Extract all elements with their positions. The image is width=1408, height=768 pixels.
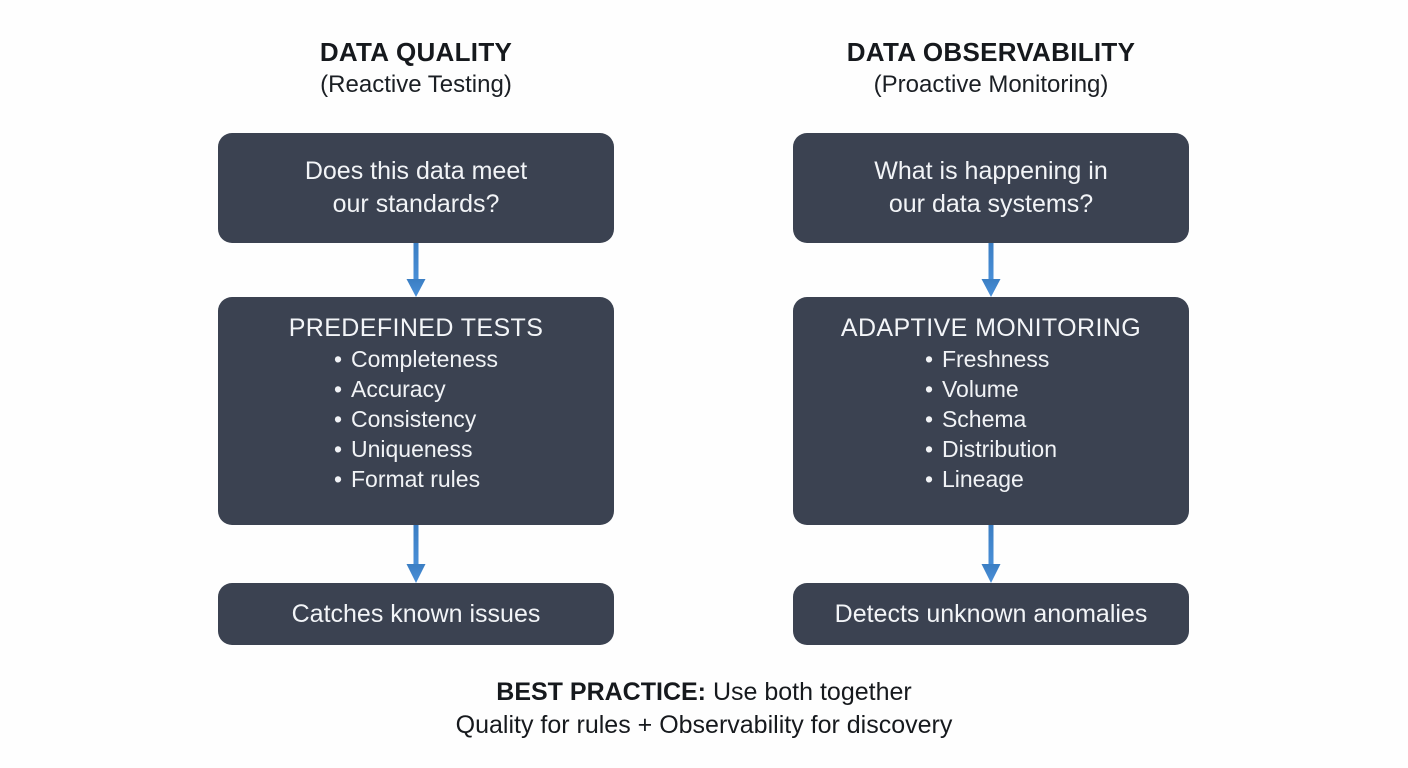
- list-item-label: Completeness: [350, 346, 499, 372]
- list-item-label: Freshness: [941, 346, 1050, 372]
- column-subtitle: (Proactive Monitoring): [873, 70, 1109, 98]
- list-item: • Completeness: [334, 345, 498, 375]
- footer-label-rest: Use both together: [706, 678, 912, 706]
- node-list-title: ADAPTIVE MONITORING: [840, 314, 1142, 342]
- node-question-text: What is happening in our data systems?: [856, 155, 1125, 221]
- column-title: DATA QUALITY: [319, 37, 513, 67]
- bullet-icon: •: [924, 346, 934, 372]
- down-arrow-icon: [979, 243, 1003, 297]
- list-item: • Format rules: [334, 465, 498, 495]
- list-item: • Consistency: [334, 405, 498, 435]
- node-question-line-1: Does this data meet: [304, 157, 528, 185]
- node-list: • Freshness • Volume • Schema • Distribution…: [925, 345, 1057, 494]
- list-item: • Distribution: [925, 435, 1057, 465]
- bullet-icon: •: [924, 435, 934, 462]
- down-arrow-icon: [404, 243, 428, 297]
- down-arrow-icon: [404, 525, 428, 583]
- footer-line-2: Quality for rules + Observability for di…: [455, 710, 953, 739]
- list-item: • Volume: [925, 375, 1057, 405]
- list-item: • Lineage: [925, 465, 1057, 495]
- bullet-icon: •: [924, 405, 934, 432]
- bullet-icon: •: [333, 346, 343, 372]
- column-header-data-observability: DATA OBSERVABILITY (Proactive Monitoring…: [781, 37, 1201, 98]
- list-item: • Schema: [925, 405, 1057, 435]
- column-subtitle: (Reactive Testing): [320, 70, 512, 98]
- bullet-icon: •: [333, 435, 343, 462]
- node-outcome-text: Detects unknown anomalies: [834, 599, 1148, 628]
- best-practice-footer: BEST PRACTICE: Use both together Quality…: [0, 676, 1408, 741]
- list-item-label: Lineage: [941, 465, 1024, 492]
- node-outcome-data-quality: Catches known issues: [218, 583, 614, 645]
- node-question-text: Does this data meet our standards?: [287, 155, 545, 221]
- list-item-label: Distribution: [941, 435, 1058, 462]
- node-outcome-data-observability: Detects unknown anomalies: [793, 583, 1189, 645]
- list-item-label: Volume: [941, 375, 1019, 402]
- node-question-line-2: our standards?: [332, 190, 500, 218]
- list-item-label: Accuracy: [350, 375, 446, 402]
- column-data-quality: DATA QUALITY (Reactive Testing) Does thi…: [206, 0, 626, 768]
- node-question-line-2: our data systems?: [888, 190, 1094, 218]
- node-question-data-observability: What is happening in our data systems?: [793, 133, 1189, 243]
- bullet-icon: •: [333, 405, 343, 432]
- node-list: • Completeness • Accuracy • Consistency • Un…: [334, 345, 498, 494]
- column-header-data-quality: DATA QUALITY (Reactive Testing): [206, 37, 626, 98]
- column-data-observability: DATA OBSERVABILITY (Proactive Monitoring…: [781, 0, 1201, 768]
- list-item-label: Schema: [941, 405, 1027, 432]
- list-item-label: Consistency: [350, 405, 477, 432]
- list-item: • Uniqueness: [334, 435, 498, 465]
- node-outcome-text: Catches known issues: [291, 599, 541, 628]
- node-checks-data-quality: PREDEFINED TESTS • Completeness • Accuracy…: [218, 297, 614, 525]
- bullet-icon: •: [333, 375, 343, 402]
- bullet-icon: •: [924, 465, 934, 492]
- node-checks-data-observability: ADAPTIVE MONITORING • Freshness • Volume •…: [793, 297, 1189, 525]
- column-title: DATA OBSERVABILITY: [846, 37, 1136, 67]
- node-question-line-1: What is happening in: [874, 157, 1108, 185]
- node-list-title: PREDEFINED TESTS: [288, 314, 544, 342]
- list-item: • Accuracy: [334, 375, 498, 405]
- footer-label-strong: BEST PRACTICE:: [496, 678, 707, 706]
- node-question-data-quality: Does this data meet our standards?: [218, 133, 614, 243]
- bullet-icon: •: [333, 465, 343, 492]
- down-arrow-icon: [979, 525, 1003, 583]
- list-item-label: Uniqueness: [350, 435, 473, 462]
- list-item: • Freshness: [925, 345, 1057, 375]
- footer-line-1: BEST PRACTICE: Use both together: [0, 676, 1408, 709]
- list-item-label: Format rules: [350, 465, 481, 492]
- bullet-icon: •: [924, 375, 934, 402]
